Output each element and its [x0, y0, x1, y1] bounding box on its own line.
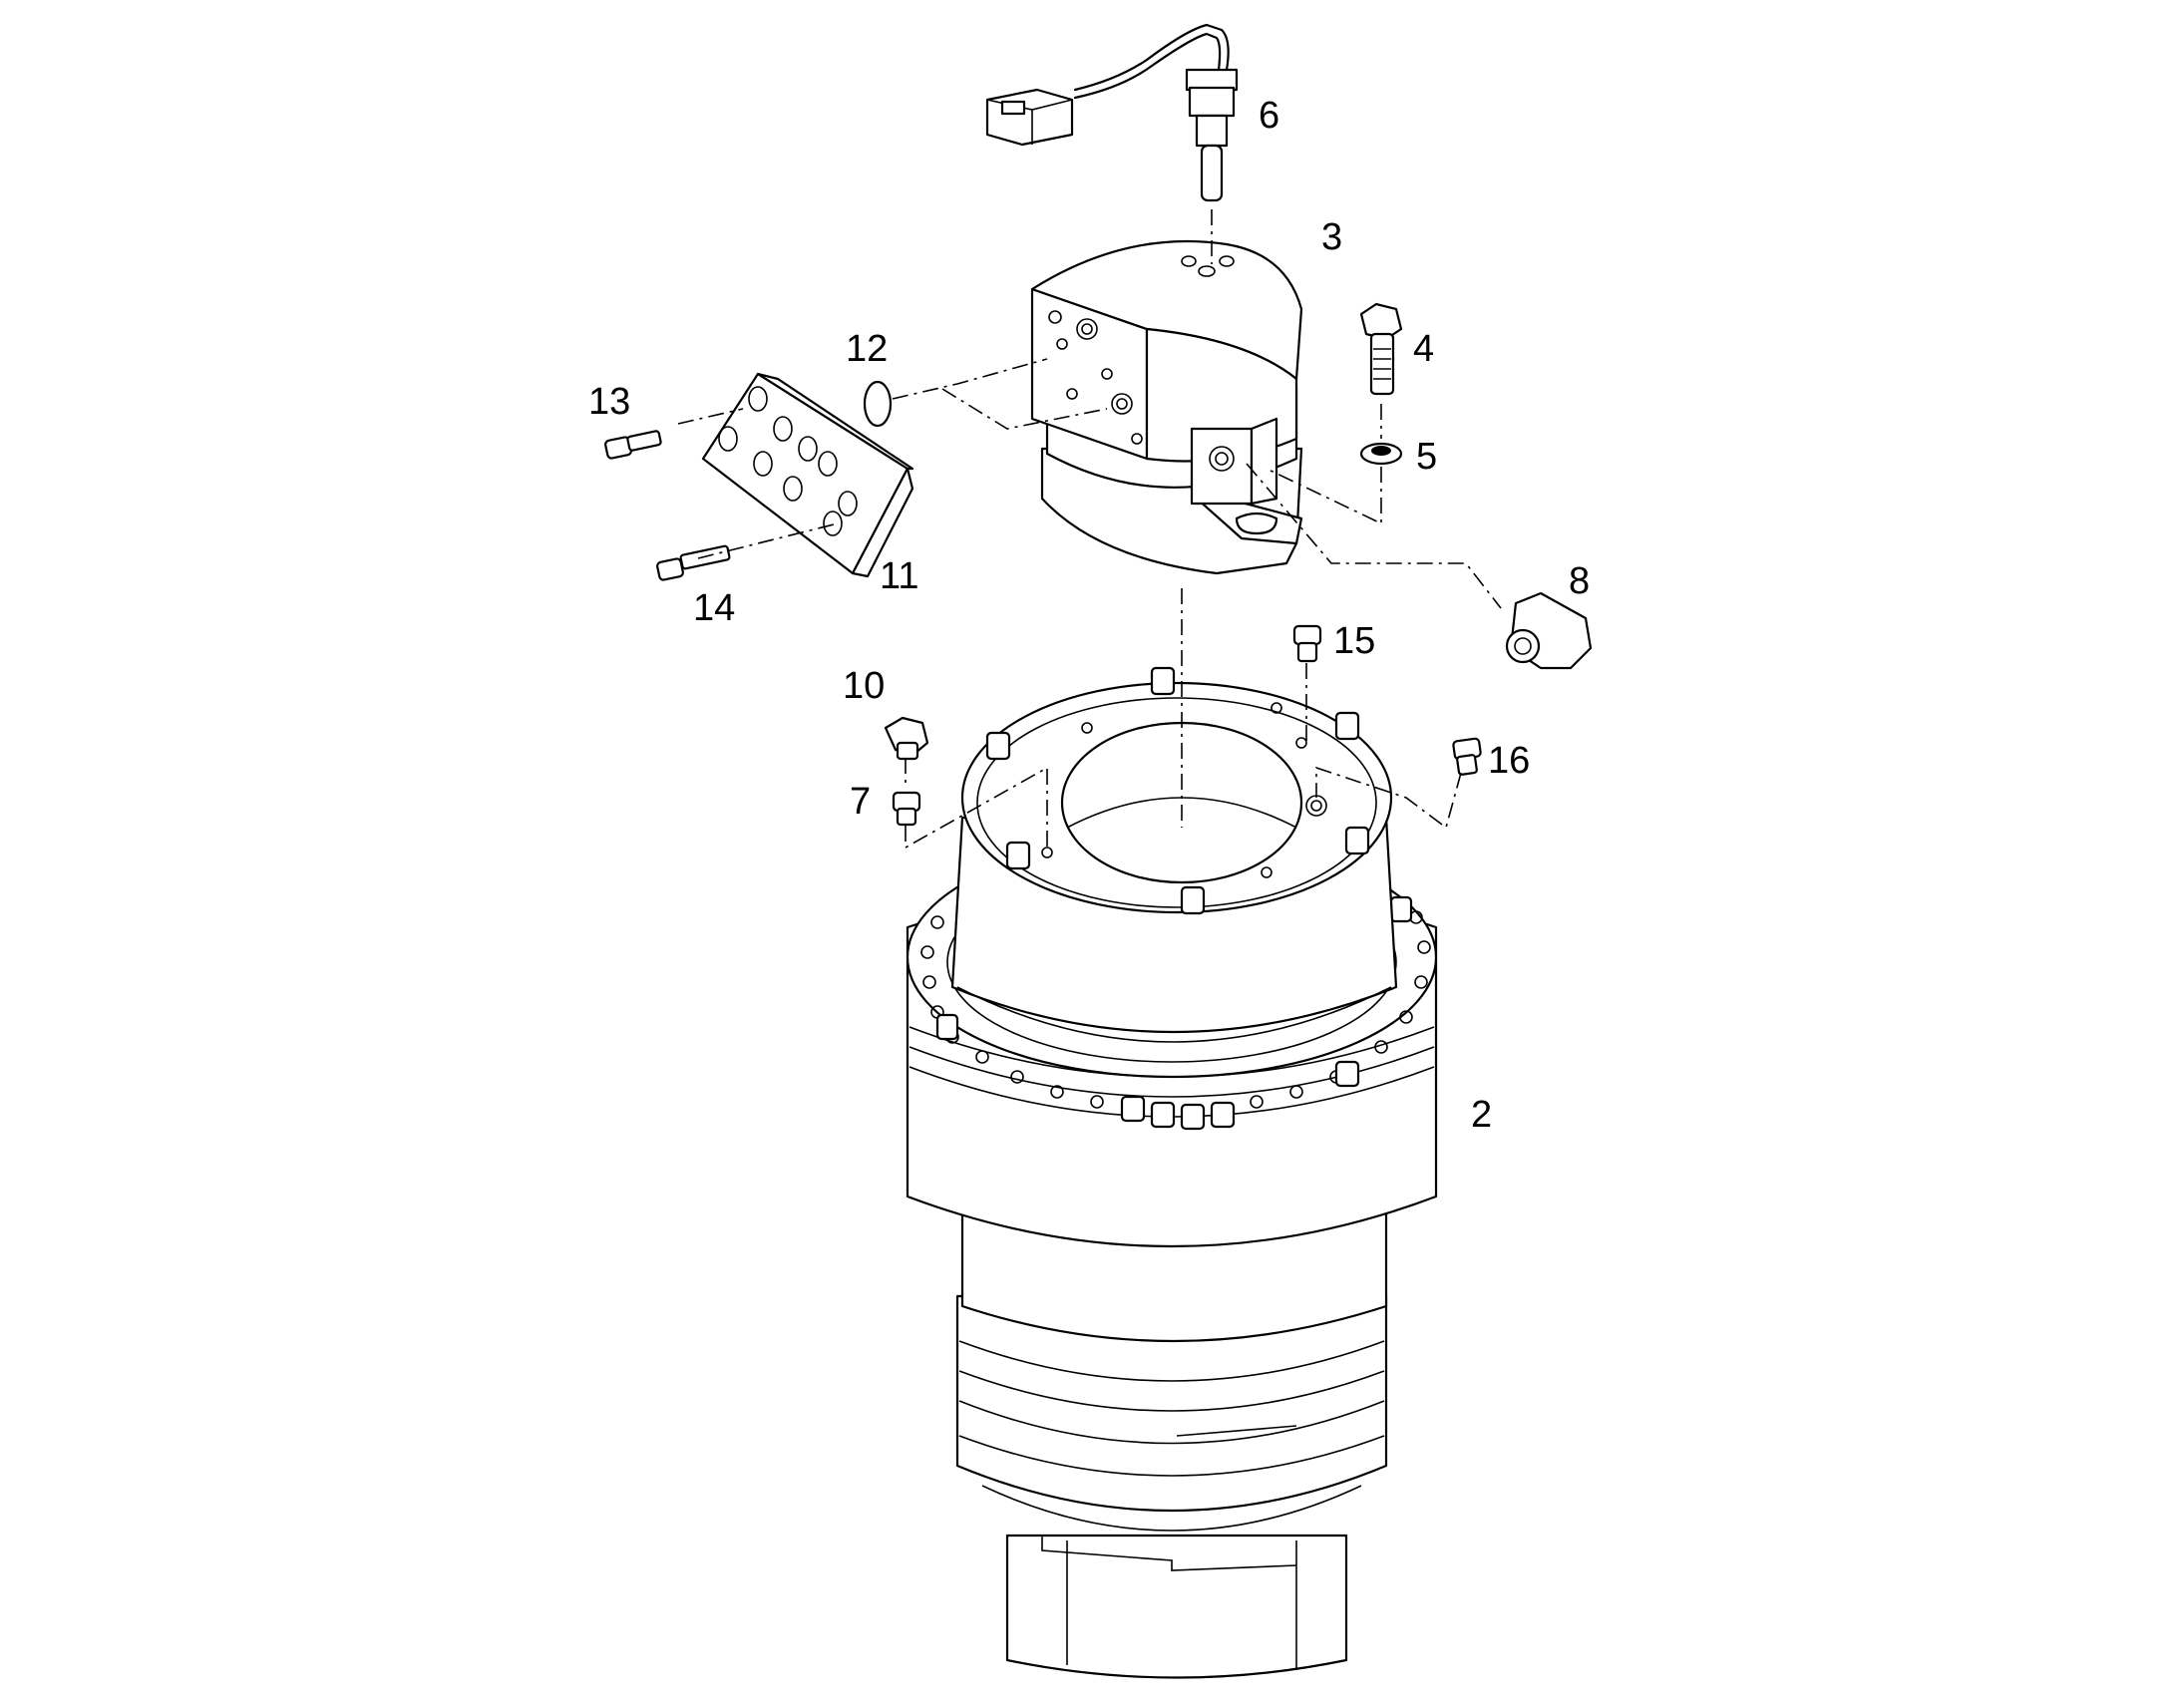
part-15-plug [1292, 624, 1322, 663]
part-13-screw [604, 430, 662, 460]
callout-6: 6 [1259, 95, 1279, 137]
part-2-final-drive-housing [906, 666, 1438, 1679]
callout-14: 14 [693, 587, 735, 629]
part-3-motor-valve-block [1030, 239, 1303, 575]
callout-10: 10 [843, 665, 885, 707]
part-14-screw [656, 544, 731, 581]
part-6-sensor [985, 23, 1239, 202]
callout-3: 3 [1321, 216, 1342, 258]
callout-7: 7 [850, 781, 871, 823]
part-8-fitting [1505, 591, 1593, 670]
callout-8: 8 [1569, 560, 1590, 602]
callout-4: 4 [1413, 328, 1434, 370]
callout-12: 12 [846, 328, 888, 370]
callout-13: 13 [588, 381, 630, 423]
callout-2: 2 [1471, 1094, 1492, 1136]
callout-15: 15 [1333, 620, 1375, 662]
part-7-plug [892, 791, 921, 827]
callouts: 6 3 4 5 12 13 11 14 8 15 10 16 7 2 [588, 95, 1590, 1136]
part-10-elbow-fitting [884, 716, 929, 761]
part-11-valve-block [701, 372, 914, 578]
callout-11: 11 [880, 555, 918, 597]
callout-16: 16 [1488, 740, 1530, 782]
part-12-o-ring [863, 380, 893, 428]
assembly-lines [677, 209, 1502, 853]
part-16-plug [1452, 737, 1482, 776]
part-4-bolt [1359, 302, 1403, 396]
part-5-washer [1359, 442, 1403, 466]
callout-5: 5 [1416, 436, 1437, 478]
